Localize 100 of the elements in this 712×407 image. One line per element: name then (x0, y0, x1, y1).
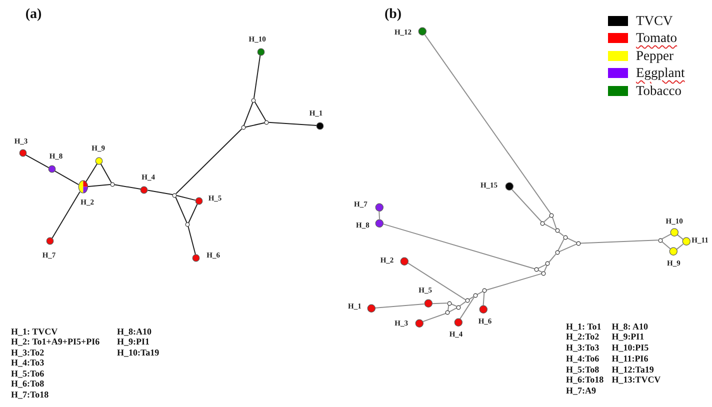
network-line (422, 312, 446, 322)
haplotype-key-text: H_6:To18 (566, 376, 604, 385)
haplotype-circle (194, 197, 203, 205)
network-line (188, 204, 198, 224)
network-line (374, 304, 425, 308)
network-line (459, 301, 466, 306)
network-line (676, 244, 684, 250)
network-line (557, 238, 565, 252)
haplotype-circle (366, 304, 376, 313)
median-vector-circle (545, 261, 550, 266)
network-line (448, 307, 458, 312)
network-line (54, 170, 79, 186)
median-vector-circle (554, 228, 560, 234)
median-vector-circle (562, 234, 568, 240)
network-line (114, 184, 142, 190)
haplotype-key-text: H_1: TVCV (11, 327, 58, 336)
network-line (176, 128, 242, 194)
network-line (580, 240, 659, 244)
haplotype-key-text: H_5:To8 (566, 365, 600, 374)
network-line (176, 194, 196, 201)
haplotype-key-text: H_9:PI1 (117, 338, 150, 347)
network-line (661, 234, 672, 240)
median-vector-circle (482, 288, 487, 294)
network-line (660, 240, 672, 250)
legend-label: Tobacco (636, 82, 682, 98)
haplotype-key-text: H_1: To1 (566, 322, 602, 332)
haplotype-circle (454, 318, 462, 326)
haplotype-circle (140, 186, 148, 194)
haplotype-circle (192, 254, 200, 262)
median-vector-circle (445, 310, 450, 316)
network-line (431, 302, 448, 304)
network-line (544, 264, 548, 272)
network-line (548, 254, 556, 263)
network-line (100, 163, 112, 184)
median-vector-circle (472, 293, 478, 298)
haplotype-circle (95, 156, 103, 165)
median-vector-circle (554, 250, 560, 256)
median-vector-circle (446, 300, 452, 306)
network-line (676, 234, 684, 240)
haplotype-key-text: H_8:A10 (117, 327, 152, 336)
haplotype-circle (400, 256, 410, 266)
haplotype-key-text: H_2: To1+A9+PI5+PI6 (11, 338, 100, 347)
haplotype-key-text: H_3:To3 (566, 344, 600, 353)
haplotype-circle (424, 299, 432, 308)
haplotype-key-text: H_7:To18 (11, 390, 49, 400)
haplotype-circle (682, 237, 690, 246)
haplotype-key-text: H_11:PI6 (612, 354, 648, 364)
haplotype-key-text: H_4:To3 (11, 358, 44, 368)
median-vector-circle (658, 238, 662, 242)
network-line (460, 296, 474, 320)
haplotype-circle (46, 237, 54, 246)
haplotype-circle (256, 48, 265, 56)
median-vector-circle (110, 182, 115, 187)
median-vector-circle (240, 125, 246, 130)
haplotype-key-text: H_12:Ta19 (612, 365, 654, 374)
median-vector-circle (464, 298, 470, 304)
network-line (244, 122, 266, 128)
haplotype-circle (374, 203, 384, 212)
network-line (424, 34, 552, 214)
haplotype-pie (78, 180, 88, 194)
haplotype-key-text: H_10:Ta19 (117, 348, 160, 358)
haplotype-key-text: H_7:A9 (566, 386, 596, 396)
legend-label: Pepper (636, 48, 674, 64)
haplotype-circle (18, 149, 27, 158)
network-line (254, 101, 266, 122)
network-line (86, 184, 111, 188)
network-line (174, 196, 188, 224)
network-line (147, 190, 174, 196)
haplotype-circle (316, 122, 324, 130)
panel-label: (a) (25, 8, 42, 22)
median-vector-circle (549, 212, 554, 218)
haplotype-circle (418, 27, 428, 36)
network-line (85, 163, 98, 183)
haplotype-key-text: H_13:TVCV (612, 376, 661, 385)
haplotype-key-text: H_6:To8 (11, 380, 44, 389)
haplotype-circle (669, 247, 678, 256)
median-vector-circle (534, 266, 539, 272)
haplotype-key-text: H_2:To2 (566, 332, 600, 342)
network-line (552, 216, 557, 230)
panel-label: (b) (384, 8, 402, 22)
haplotype-key-text: H_4:To6 (566, 354, 600, 364)
median-vector-circle (456, 304, 461, 310)
median-vector-circle (540, 220, 546, 226)
network-line (268, 122, 318, 126)
network-line (566, 237, 578, 243)
median-vector-circle (251, 98, 256, 102)
median-vector-circle (172, 192, 178, 198)
network-line (382, 224, 535, 270)
haplotype-circle (670, 228, 679, 237)
haplotype-key-text: H_8: A10 (612, 322, 648, 332)
network-line (407, 262, 466, 300)
median-vector-circle (541, 270, 546, 276)
haplotype-circle (414, 318, 424, 328)
median-vector-circle (576, 240, 581, 246)
network-line (558, 244, 578, 252)
network-line (486, 273, 542, 291)
haplotype-key-text: H_9:PI1 (612, 332, 644, 342)
network-line (544, 223, 556, 230)
legend-label: Tomato (636, 30, 678, 46)
haplotype-key-text: H_3:To2 (11, 348, 44, 358)
